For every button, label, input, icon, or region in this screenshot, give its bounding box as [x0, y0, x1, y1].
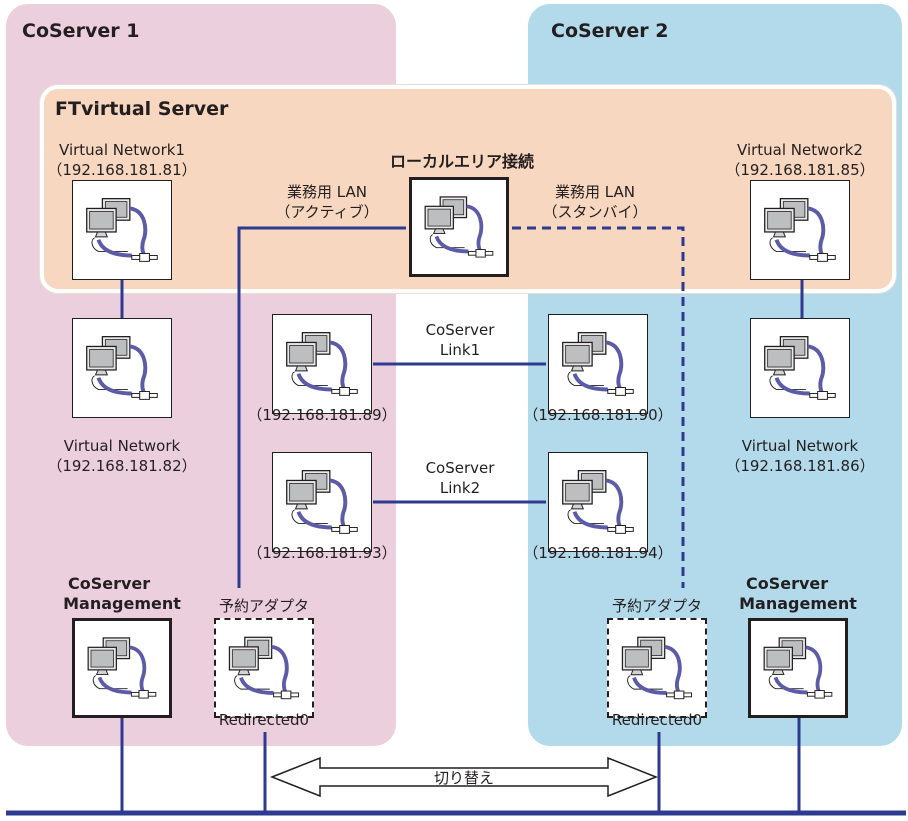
link2-line1: CoServer	[425, 459, 495, 477]
vnet-left-name: Virtual Network	[63, 437, 181, 455]
computer-network-icon	[762, 636, 834, 700]
vnet-left-node	[72, 318, 172, 418]
computer-network-icon	[620, 635, 694, 701]
computer-network-icon	[423, 195, 495, 259]
reserve-right-title: 予約アダプタ	[611, 597, 702, 615]
local-area-node	[409, 177, 509, 277]
mgmt-right-line1: CoServer	[746, 574, 829, 593]
vnet1-name: Virtual Network1	[59, 141, 185, 159]
mgmt-left-line2: Management	[63, 594, 181, 613]
vnet-left-label: Virtual Network （192.168.181.82）	[46, 436, 198, 476]
link1-left-node	[272, 314, 372, 414]
vnet1-node	[72, 180, 172, 280]
link2-label: CoServer Link2	[410, 458, 510, 498]
link1-ip-right: （192.168.181.90）	[523, 406, 673, 424]
link1-line2: Link1	[439, 341, 481, 359]
vnet-right-label: Virtual Network （192.168.181.86）	[724, 436, 876, 476]
mgmt-left-label: CoServer Management	[56, 574, 188, 614]
link2-ip-left: （192.168.181.93）	[247, 544, 397, 562]
mgmt-left-node	[72, 618, 172, 718]
coserver1-title: CoServer 1	[22, 20, 140, 42]
link1-ip-left: （192.168.181.89）	[247, 406, 397, 424]
vnet2-node	[750, 180, 850, 280]
mgmt-right-line2: Management	[739, 594, 857, 613]
lan-active-label: 業務用 LAN （アクティブ）	[262, 182, 392, 222]
lan-standby-label: 業務用 LAN （スタンバイ）	[530, 182, 660, 222]
link2-line2: Link2	[439, 479, 481, 497]
link1-right-node	[548, 314, 648, 414]
mgmt-left-line1: CoServer	[68, 574, 151, 593]
computer-network-icon	[284, 468, 360, 536]
vnet-right-node	[750, 318, 850, 418]
reserve-left-node	[214, 618, 314, 718]
computer-network-icon	[560, 330, 636, 398]
vnet1-ip: （192.168.181.81）	[47, 161, 197, 179]
mgmt-right-label: CoServer Management	[732, 574, 864, 614]
lan-standby-line1: 業務用 LAN	[555, 183, 635, 201]
computer-network-icon	[227, 635, 301, 701]
link1-line1: CoServer	[425, 321, 495, 339]
vnet1-label: Virtual Network1 （192.168.181.81）	[46, 140, 198, 180]
computer-network-icon	[84, 334, 160, 402]
computer-network-icon	[284, 330, 360, 398]
ftvirtual-title: FTvirtual Server	[55, 98, 229, 120]
lan-standby-line2: （スタンバイ）	[542, 203, 648, 221]
vnet2-name: Virtual Network2	[737, 141, 863, 159]
vnet2-ip: （192.168.181.85）	[725, 161, 875, 179]
vnet-right-ip: （192.168.181.86）	[725, 457, 875, 475]
switch-label: 切り替え	[433, 769, 494, 787]
computer-network-icon	[86, 636, 158, 700]
link2-left-node	[272, 452, 372, 552]
switch-arrow	[269, 756, 659, 798]
coserver2-title: CoServer 2	[551, 20, 669, 42]
computer-network-icon	[762, 196, 838, 264]
vnet-right-name: Virtual Network	[741, 437, 859, 455]
reserve-right-name: Redirected0	[611, 711, 703, 729]
mgmt-right-node	[748, 618, 848, 718]
link2-right-node	[548, 452, 648, 552]
reserve-left-title: 予約アダプタ	[218, 597, 309, 615]
reserve-right-node	[607, 618, 707, 718]
vnet-left-ip: （192.168.181.82）	[47, 457, 197, 475]
lan-active-line1: 業務用 LAN	[287, 183, 367, 201]
lan-active-line2: （アクティブ）	[275, 203, 379, 221]
local-area-title: ローカルエリア接続	[389, 152, 534, 171]
link1-label: CoServer Link1	[410, 320, 510, 360]
link2-ip-right: （192.168.181.94）	[523, 544, 673, 562]
computer-network-icon	[560, 468, 636, 536]
reserve-left-name: Redirected0	[218, 711, 310, 729]
vnet2-label: Virtual Network2 （192.168.181.85）	[724, 140, 876, 180]
computer-network-icon	[762, 334, 838, 402]
computer-network-icon	[84, 196, 160, 264]
